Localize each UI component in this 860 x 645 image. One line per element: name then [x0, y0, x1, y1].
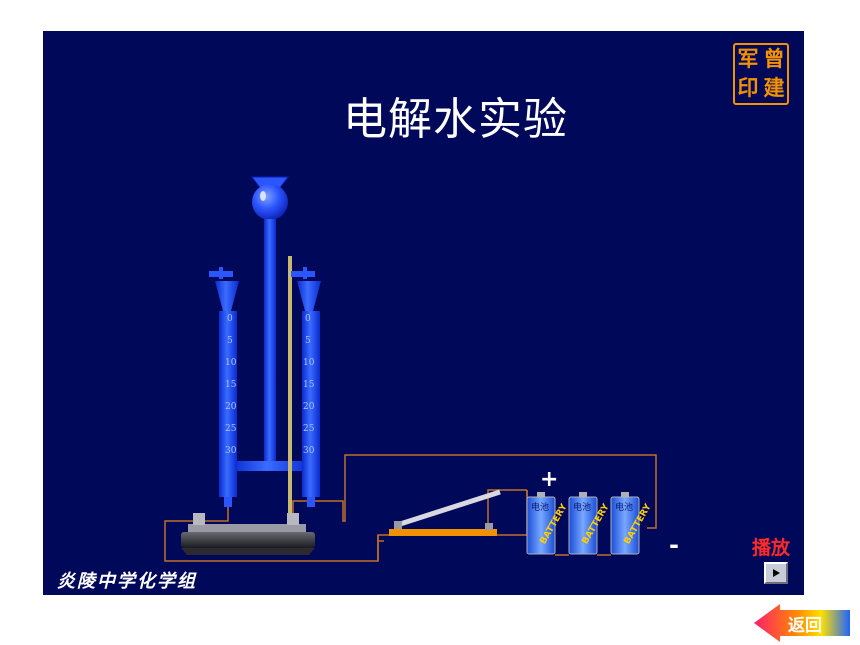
scale-tick: 0 — [227, 314, 233, 324]
scale-tick: 15 — [225, 380, 237, 390]
scale-tick: 10 — [303, 358, 315, 368]
left-burette — [209, 267, 239, 507]
scale-tick: 10 — [225, 358, 237, 368]
battery: 电池 BATTERY — [568, 492, 612, 555]
scale-tick: 25 — [303, 424, 315, 434]
scale-tick: 20 — [225, 402, 237, 412]
svg-text:电池: 电池 — [573, 501, 591, 513]
school-label: 炎陵中学化学组 — [57, 571, 197, 592]
slide-stage: 电解水实验 军 曾 印 建 — [43, 31, 804, 595]
seal-char: 建 — [763, 76, 785, 100]
left-burette-scale: 0 5 10 15 20 25 30 — [225, 314, 237, 456]
play-button[interactable] — [764, 562, 788, 584]
back-label: 返回 — [788, 616, 822, 636]
right-burette — [291, 267, 321, 507]
author-seal: 军 曾 印 建 — [733, 43, 789, 105]
svg-text:电池: 电池 — [615, 501, 633, 513]
battery-connector — [526, 490, 611, 556]
scale-tick: 30 — [225, 446, 237, 456]
play-label: 播放 — [752, 537, 791, 559]
scale-tick: 25 — [225, 424, 237, 434]
battery: 电池 BATTERY — [526, 492, 570, 555]
electrolysis-apparatus: 0 5 10 15 20 25 30 0 5 10 15 20 25 30 — [164, 176, 679, 562]
slide-title: 电解水实验 — [343, 94, 568, 145]
scale-tick: 5 — [227, 336, 233, 346]
scale-tick: 30 — [303, 446, 315, 456]
right-burette-scale: 0 5 10 15 20 25 30 — [303, 314, 315, 456]
stand-rod — [288, 256, 292, 516]
funnel-reservoir — [231, 176, 311, 471]
negative-sign: - — [669, 531, 679, 559]
scale-tick: 0 — [305, 314, 311, 324]
seal-char: 印 — [737, 76, 759, 100]
back-arrow-icon — [754, 604, 850, 642]
scale-tick: 5 — [305, 336, 311, 346]
battery: 电池 BATTERY — [610, 492, 654, 555]
svg-text:电池: 电池 — [531, 501, 549, 513]
seal-char: 军 — [737, 47, 759, 71]
seal-char: 曾 — [763, 47, 785, 71]
back-button[interactable] — [754, 604, 850, 642]
apparatus-base — [181, 513, 315, 555]
positive-sign: + — [540, 467, 558, 492]
scale-tick: 15 — [303, 380, 315, 390]
scale-tick: 20 — [303, 402, 315, 412]
knife-switch — [389, 489, 501, 536]
play-icon — [773, 569, 780, 577]
